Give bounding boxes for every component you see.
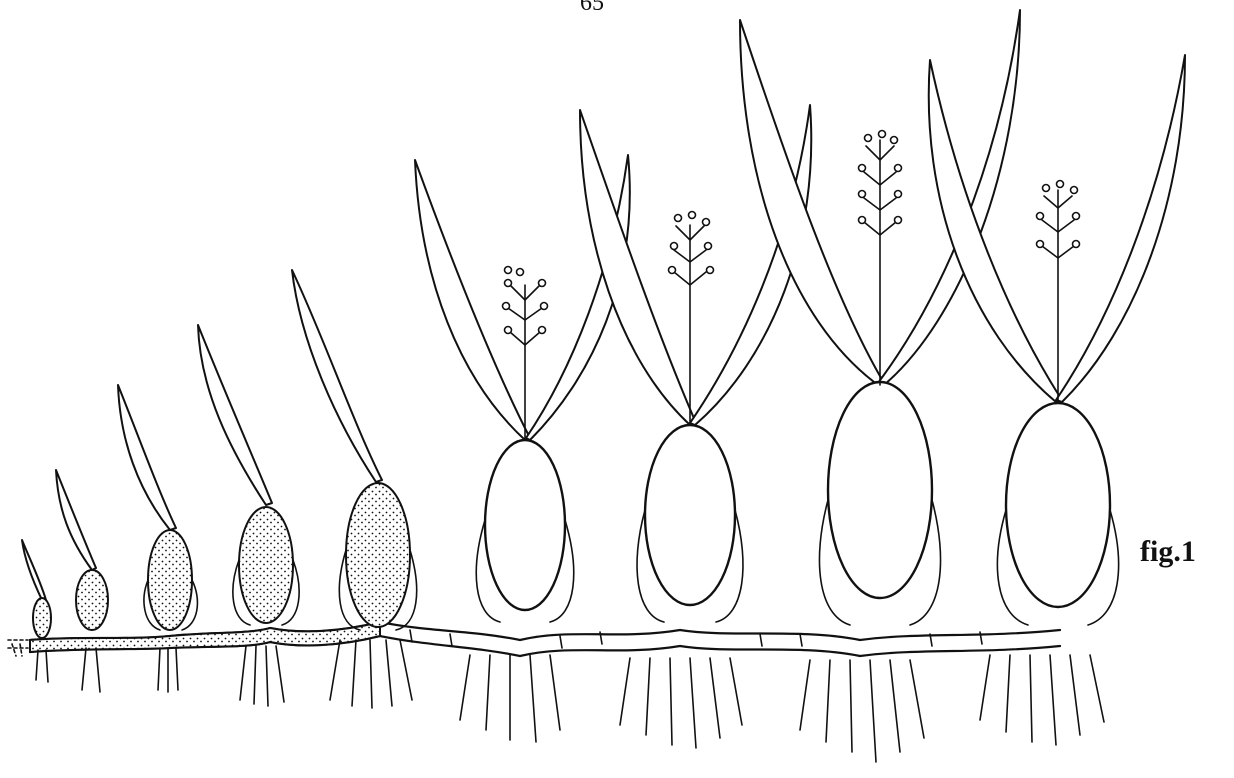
plant-stage-1 [22,540,51,682]
plant-stage-4 [198,325,299,706]
plant-stage-2 [56,470,108,692]
plant-stage-9 [929,55,1185,745]
